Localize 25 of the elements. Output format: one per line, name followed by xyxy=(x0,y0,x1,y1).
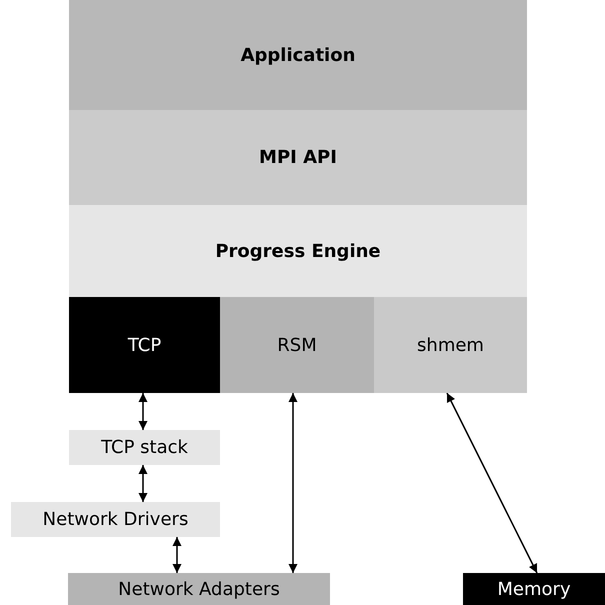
layer-label: Network Adapters xyxy=(118,578,280,600)
layer-label: Application xyxy=(240,44,356,66)
module-box xyxy=(374,297,527,393)
layer-label: TCP stack xyxy=(101,437,188,458)
layer-box xyxy=(69,0,527,110)
double-arrow xyxy=(172,537,182,573)
double-arrow xyxy=(288,393,298,573)
component-box xyxy=(69,430,220,465)
component-box xyxy=(11,502,220,537)
layer-label: Network Drivers xyxy=(42,509,188,530)
layer-label: shmem xyxy=(417,334,484,356)
layer-label: MPI API xyxy=(259,147,337,168)
layer-label: Memory xyxy=(497,578,571,600)
double-arrow xyxy=(138,465,148,502)
layer-label: Progress Engine xyxy=(215,240,381,262)
component-box xyxy=(463,573,605,605)
layer-box xyxy=(69,205,527,297)
layer-box xyxy=(69,110,527,205)
layer-label: RSM xyxy=(277,334,317,356)
double-arrow xyxy=(138,393,148,430)
double-arrow xyxy=(446,392,538,574)
component-box xyxy=(68,573,330,605)
layer-label: TCP xyxy=(128,334,162,356)
module-box xyxy=(69,297,220,393)
module-box xyxy=(220,297,374,393)
